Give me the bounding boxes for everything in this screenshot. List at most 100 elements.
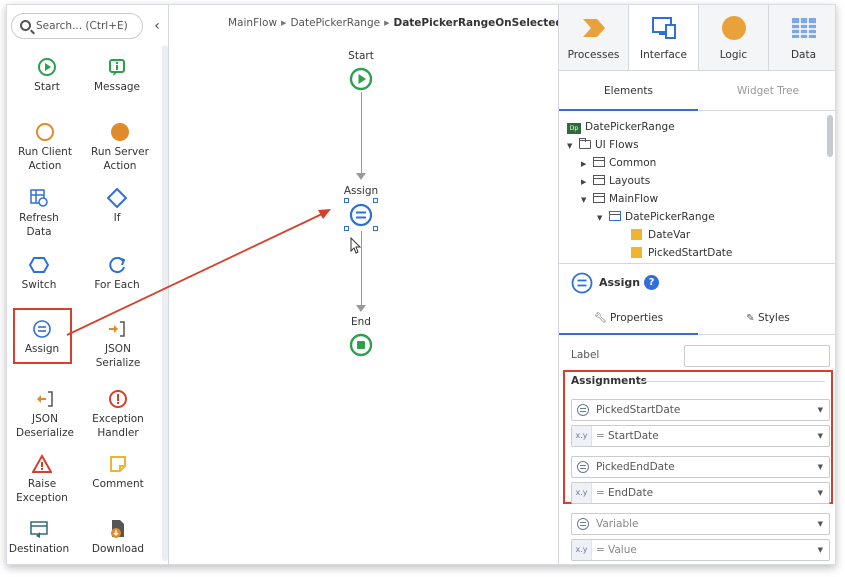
download-icon <box>108 519 128 539</box>
folder-icon <box>579 138 591 149</box>
tab-styles[interactable]: ✎ Styles <box>698 303 835 335</box>
chevron-down-icon: ▼ <box>817 406 823 414</box>
assignment-variable-dropdown[interactable]: Variable ▼ <box>571 513 830 535</box>
tree-item-label: UI Flows <box>595 139 639 151</box>
tool-label: Message <box>93 81 141 93</box>
tab-data[interactable]: Data <box>769 5 835 70</box>
tool-comment[interactable]: Comment <box>83 454 153 491</box>
tool-raise-exception[interactable]: Raise Exception <box>7 453 77 505</box>
selection-handle[interactable] <box>344 226 349 231</box>
tree-item[interactable]: ▶Common <box>581 154 656 172</box>
processes-icon <box>581 15 607 41</box>
start-node[interactable] <box>349 67 373 91</box>
diamond-icon <box>106 187 128 209</box>
dropdown-value: PickedEndDate <box>596 461 675 473</box>
tool-exception-handler[interactable]: Exception Handler <box>83 389 153 440</box>
tool-run-client-action[interactable]: Run Client Action <box>10 122 80 173</box>
tree-item-label: DatePickerRange <box>625 211 715 223</box>
tree-item-label: DateVar <box>648 229 691 241</box>
assignment-value-dropdown[interactable]: x.y = StartDate ▼ <box>571 425 830 447</box>
tree-scrollbar[interactable] <box>827 115 833 157</box>
tool-start[interactable]: Start <box>12 57 82 94</box>
flow-icon <box>593 193 605 203</box>
chevron-down-icon: ▼ <box>817 489 823 497</box>
expression-icon: x.y <box>572 483 592 503</box>
module-icon: Dp <box>567 123 581 134</box>
tree-item[interactable]: ▼ UI Flows <box>567 136 639 154</box>
tool-label: Switch <box>21 279 57 291</box>
chevron-down-icon[interactable]: ▼ <box>597 214 603 222</box>
logic-icon <box>721 15 747 41</box>
properties-title: Assign <box>599 276 641 289</box>
end-node[interactable] <box>349 333 373 357</box>
tree-item[interactable]: ▶Layouts <box>581 172 650 190</box>
play-circle-icon <box>349 67 373 91</box>
assignment-variable-dropdown[interactable]: PickedStartDate ▼ <box>571 399 830 421</box>
right-panel: Processes Interface Logic Data <box>558 5 835 564</box>
json-deserialize-icon <box>35 389 55 409</box>
tree-item[interactable]: PickedStartDate <box>631 244 732 262</box>
assign-node[interactable] <box>349 203 373 227</box>
label-input[interactable] <box>684 345 830 367</box>
tool-message[interactable]: Message <box>82 57 152 94</box>
start-node-label: Start <box>348 50 374 62</box>
toolbox-search[interactable] <box>11 13 143 39</box>
tree-item[interactable]: ▼ DatePickerRange <box>597 208 715 226</box>
selection-handle[interactable] <box>373 226 378 231</box>
chevron-down-icon: ▼ <box>817 463 823 471</box>
tree-item[interactable]: ▼MainFlow <box>581 190 658 208</box>
tab-label: Styles <box>757 312 790 324</box>
main-tabs: Processes Interface Logic Data <box>559 5 835 71</box>
selection-handle[interactable] <box>373 198 378 203</box>
tool-label: Raise Exception <box>16 478 68 504</box>
flow-canvas[interactable]: MainFlow▶DatePickerRange▶DatePickerRange… <box>170 5 563 564</box>
assign-highlight <box>13 308 72 364</box>
equals-icon: = <box>596 544 605 556</box>
tab-widget-tree[interactable]: Widget Tree <box>736 85 800 97</box>
tab-interface[interactable]: Interface <box>629 5 699 70</box>
variable-icon <box>631 247 642 258</box>
tool-destination[interactable]: Destination <box>7 519 74 556</box>
toolbox-scrollbar[interactable] <box>162 45 168 561</box>
chevron-down-icon[interactable]: ▼ <box>581 196 587 204</box>
tool-assign[interactable]: Assign <box>7 319 77 356</box>
search-input[interactable] <box>36 18 140 34</box>
breadcrumb: MainFlow▶DatePickerRange▶DatePickerRange… <box>228 17 563 29</box>
tool-json-deserialize[interactable]: JSON Deserialize <box>10 389 80 440</box>
chevron-right-icon[interactable]: ▶ <box>581 160 587 168</box>
tab-label: Data <box>790 49 817 61</box>
assignment-value-dropdown[interactable]: x.y = EndDate ▼ <box>571 482 830 504</box>
chevron-down-icon[interactable]: ▼ <box>567 142 573 150</box>
tool-json-serialize[interactable]: JSON Serialize <box>83 319 153 370</box>
tool-label: Download <box>91 543 145 555</box>
tool-download[interactable]: Download <box>83 519 153 556</box>
warning-icon <box>31 453 53 474</box>
data-grid-icon <box>791 15 817 41</box>
breadcrumb-item-mainflow[interactable]: MainFlow <box>228 17 278 29</box>
tree-item[interactable]: DateVar <box>631 226 690 244</box>
tool-for-each[interactable]: For Each <box>82 255 152 292</box>
chevron-right-icon[interactable]: ▶ <box>581 178 587 186</box>
tool-switch[interactable]: Switch <box>7 255 74 292</box>
tool-if[interactable]: If <box>82 187 152 225</box>
tab-processes[interactable]: Processes <box>559 5 629 70</box>
connector-line <box>361 92 362 175</box>
assignment-variable-dropdown[interactable]: PickedEndDate ▼ <box>571 456 830 478</box>
tool-refresh-data[interactable]: Refresh Data <box>7 188 74 239</box>
tool-run-server-action[interactable]: Run Server Action <box>85 122 155 173</box>
tab-properties[interactable]: 🔧︎ Properties <box>559 303 698 335</box>
dropdown-value: EndDate <box>608 487 654 499</box>
selection-handle[interactable] <box>344 198 349 203</box>
collapse-toolbox-button[interactable]: ‹ <box>154 18 160 34</box>
help-icon[interactable]: ? <box>644 275 659 290</box>
assignment-value-dropdown[interactable]: x.y = Value ▼ <box>571 539 830 561</box>
dropdown-value: Variable <box>596 518 639 530</box>
chevron-down-icon: ▼ <box>817 520 823 528</box>
connector-arrowhead <box>356 305 366 312</box>
connector-line <box>361 231 362 307</box>
tab-logic[interactable]: Logic <box>699 5 769 70</box>
breadcrumb-item-datepickerrange[interactable]: DatePickerRange <box>290 17 381 29</box>
assign-node-label: Assign <box>343 185 379 197</box>
tab-elements[interactable]: Elements <box>559 71 698 111</box>
